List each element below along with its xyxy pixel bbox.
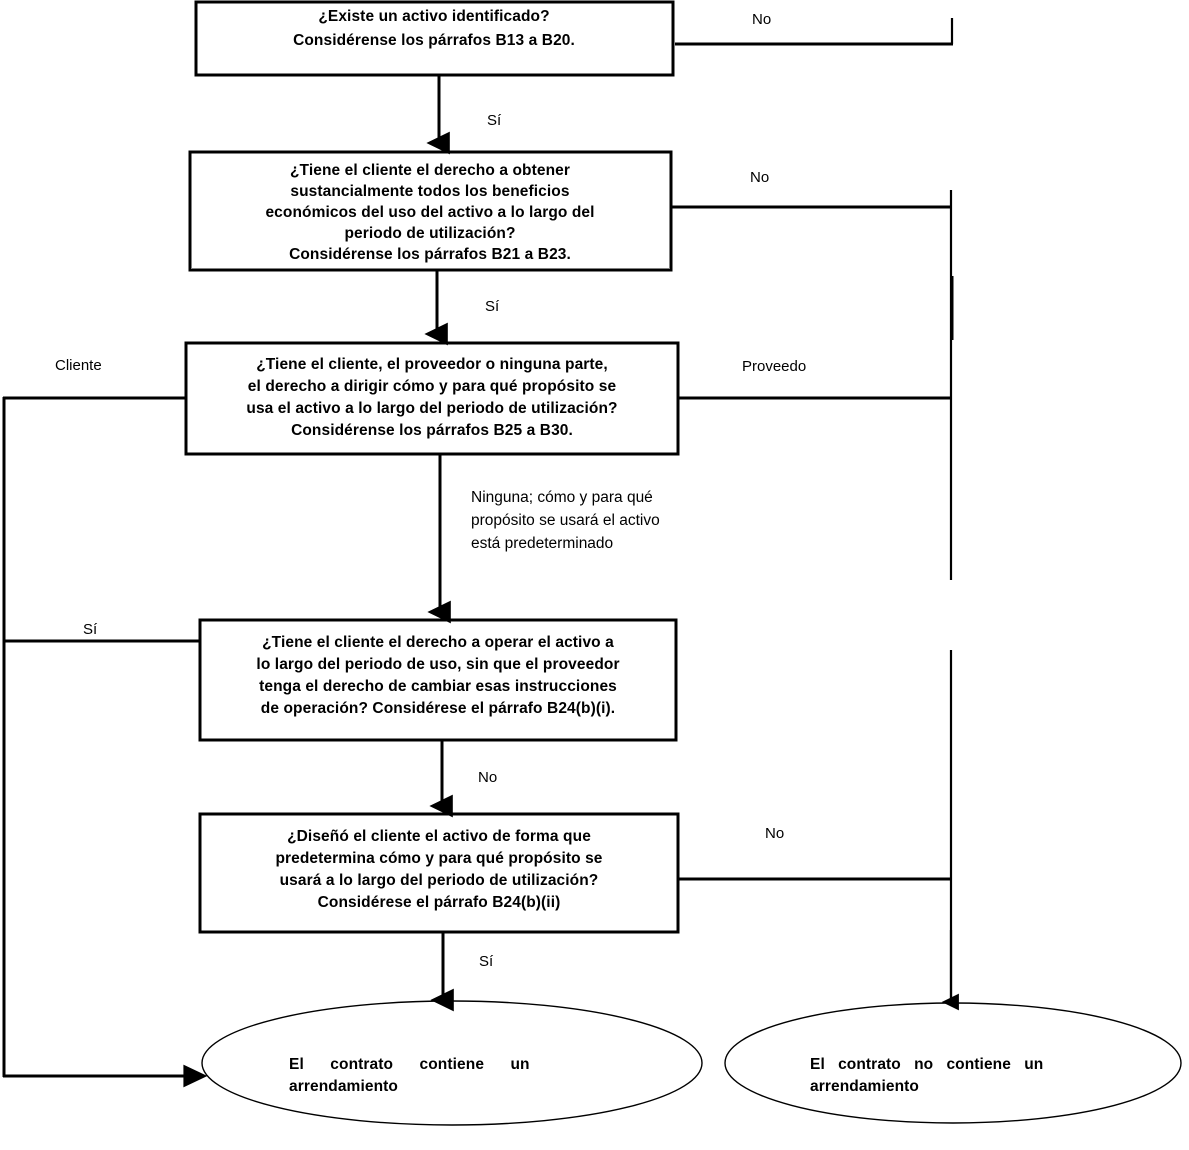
node-q4-line-3: de operación? Considérese el párrafo B24… (261, 700, 615, 717)
node-no-lease-line-1: arrendamiento (810, 1078, 919, 1095)
node-lease-line-1: arrendamiento (289, 1078, 398, 1095)
edge-label-q3-ninguna-line-2: está predeterminado (471, 535, 613, 552)
node-q3: ¿Tiene el cliente, el proveedor o ningun… (184, 341, 680, 456)
node-q3-line-2: usa el activo a lo largo del periodo de … (246, 400, 617, 417)
node-q3-line-0: ¿Tiene el cliente, el proveedor o ningun… (256, 356, 608, 373)
edge-label-q3-proveedor: Proveedo (742, 358, 806, 375)
node-q2-line-0: ¿Tiene el cliente el derecho a obtener (290, 162, 570, 179)
node-q1: ¿Existe un activo identificado? Considér… (194, 0, 675, 77)
node-q1-line-0: ¿Existe un activo identificado? (318, 8, 549, 25)
node-q3-line-3: Considérense los párrafos B25 a B30. (291, 422, 573, 439)
edge-label-q5-no: No (765, 825, 784, 842)
edge-label-q4-no: No (478, 769, 497, 786)
edge-q5-no (679, 650, 959, 1011)
edge-label-q1-si: Sí (487, 112, 502, 129)
edge-q2-no (672, 190, 954, 580)
edge-q3-cliente (2, 396, 208, 1088)
node-q4: ¿Tiene el cliente el derecho a operar el… (198, 618, 678, 742)
node-lease-line-0: El contrato contiene un (289, 1056, 530, 1073)
node-q3-line-1: el derecho a dirigir cómo y para qué pro… (248, 378, 617, 395)
node-no-lease-line-0: El contrato no contiene un (810, 1056, 1043, 1073)
edge-q1-no (675, 18, 954, 46)
edge-label-q1-no: No (752, 11, 771, 28)
node-q2-line-2: económicos del uso del activo a lo largo… (265, 204, 594, 221)
node-q2: ¿Tiene el cliente el derecho a obtener s… (188, 150, 673, 274)
node-q5-line-2: usará a lo largo del periodo de utilizac… (280, 872, 599, 889)
edge-label-q4-si: Sí (83, 621, 98, 638)
edge-label-q3-ninguna-line-1: propósito se usará el activo (471, 512, 660, 529)
node-q5-line-0: ¿Diseñó el cliente el activo de forma qu… (287, 828, 591, 845)
node-no-lease: El contrato no contiene un arrendamiento (724, 1002, 1182, 1124)
edge-label-q5-si: Sí (479, 953, 494, 970)
node-q4-line-2: tenga el derecho de cambiar esas instruc… (259, 678, 617, 695)
node-q5-line-1: predetermina cómo y para qué propósito s… (275, 850, 602, 867)
edge-label-q3-cliente: Cliente (55, 357, 102, 374)
node-q2-line-4: Considérense los párrafos B21 a B23. (289, 246, 571, 263)
node-q2-line-3: periodo de utilización? (344, 225, 515, 242)
node-q2-line-1: sustancialmente todos los beneficios (290, 183, 569, 200)
node-q4-line-0: ¿Tiene el cliente el derecho a operar el… (262, 634, 614, 651)
node-q4-line-1: lo largo del periodo de uso, sin que el … (256, 656, 619, 673)
edge-label-q2-si: Sí (485, 298, 500, 315)
node-q5-line-3: Considérese el párrafo B24(b)(ii) (318, 894, 561, 911)
edge-label-q2-no: No (750, 169, 769, 186)
edge-label-q3-ninguna-line-0: Ninguna; cómo y para qué (471, 489, 653, 506)
node-lease: El contrato contiene un arrendamiento (201, 1000, 703, 1126)
node-q1-line-1: Considérense los párrafos B13 a B20. (293, 32, 575, 49)
node-q5: ¿Diseñó el cliente el activo de forma qu… (198, 812, 680, 934)
